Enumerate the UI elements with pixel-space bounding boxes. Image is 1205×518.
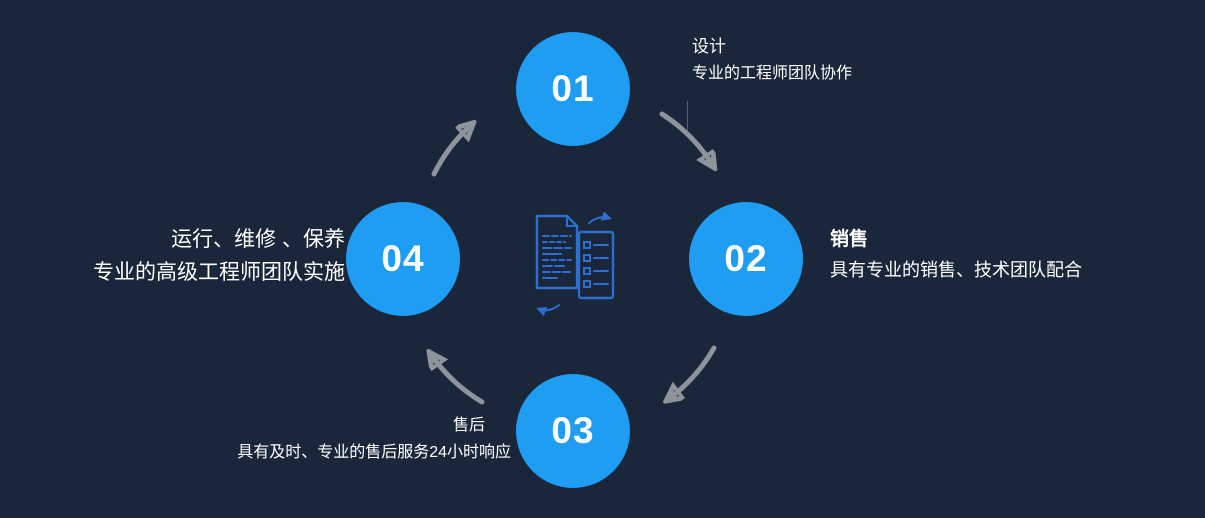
document-code-exchange-icon [535, 212, 615, 316]
divider-line [687, 101, 688, 133]
arrow-02-to-03 [670, 345, 717, 398]
step-title-03: 售后 [452, 417, 485, 434]
step-desc-03: 具有及时、专业的售后服务24小时响应 [237, 444, 511, 461]
step-title-02: 销售 [830, 229, 869, 250]
step-desc-04: 专业的高级工程师团队实施 [93, 261, 345, 284]
step-label-01: 设计 专业的工程师团队协作 [692, 38, 852, 82]
step-label-02: 销售 具有专业的销售、技术团队配合 [830, 230, 1082, 279]
step-circle-04: 04 [346, 202, 460, 316]
step-title-01: 设计 [692, 37, 726, 56]
arrow-03-to-04 [432, 356, 485, 405]
step-number-02: 02 [724, 238, 768, 279]
arrow-04-to-01 [431, 126, 470, 177]
step-circle-01: 01 [516, 32, 630, 146]
step-number-03: 03 [551, 410, 595, 451]
step-number-01: 01 [551, 68, 595, 109]
step-number-04: 04 [381, 238, 425, 279]
step-circle-02: 02 [689, 202, 803, 316]
step-desc-02: 具有专业的销售、技术团队配合 [830, 260, 1082, 280]
step-desc-01: 专业的工程师团队协作 [692, 65, 853, 82]
step-label-04: 运行、维修 、保养 专业的高级工程师团队实施 [93, 229, 345, 283]
step-circle-03: 03 [516, 374, 630, 488]
step-label-03: 售后 具有及时、专业的售后服务24小时响应 [237, 418, 511, 461]
step-title-04: 运行、维修 、保养 [171, 228, 345, 251]
